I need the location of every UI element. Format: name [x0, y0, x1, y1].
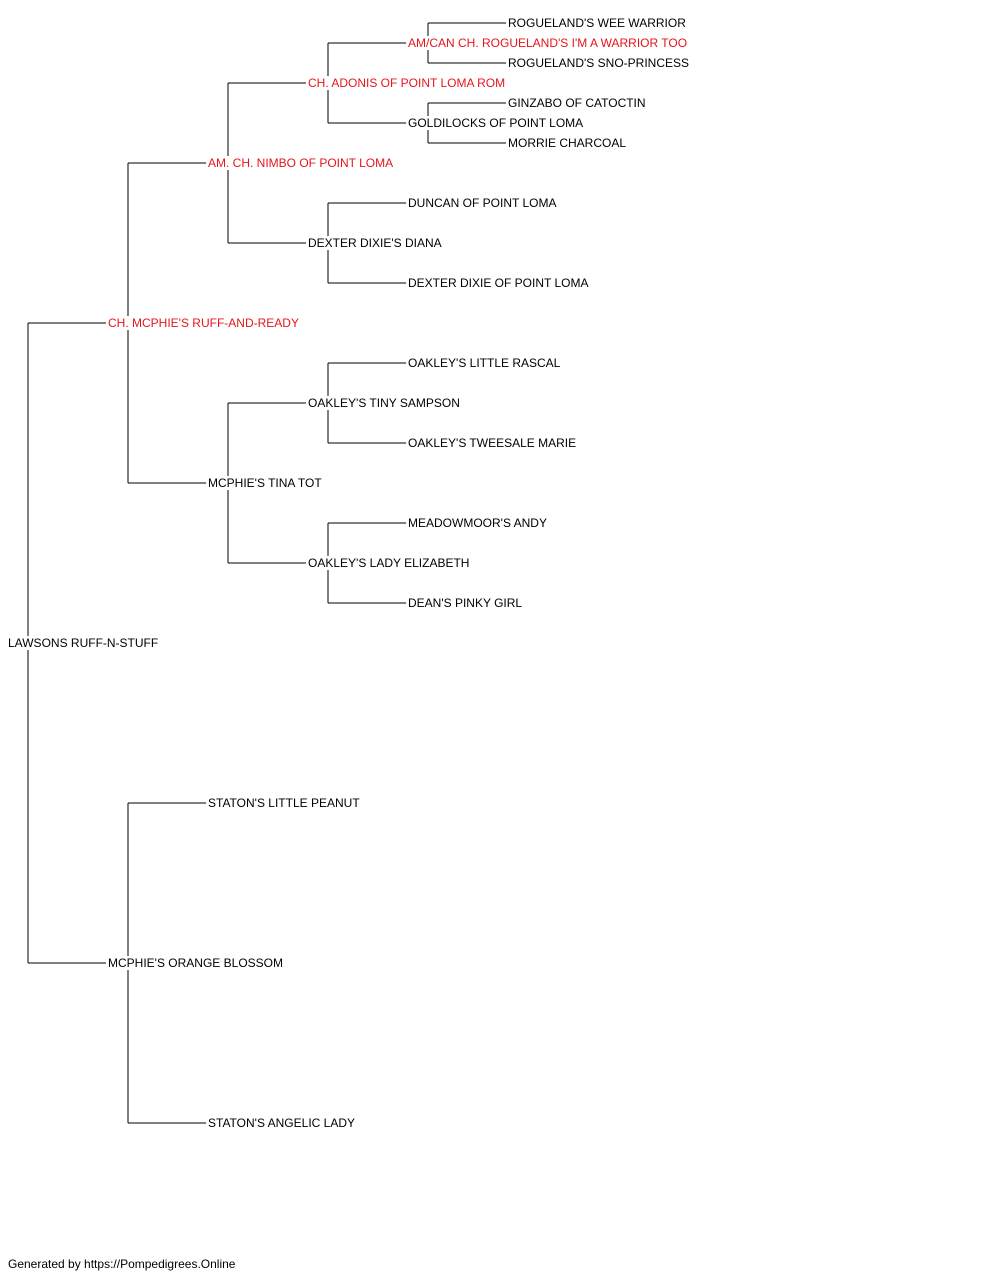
dog-name-pedigree-sire-dam-dam: OAKLEY'S LADY ELIZABETH	[308, 556, 472, 570]
dog-name-pedigree-sire-sire-sire-sire-dam: ROGUELAND'S SNO-PRINCESS	[508, 56, 691, 70]
generated-by-footer: Generated by https://Pompedigrees.Online	[8, 1257, 236, 1271]
dog-name-pedigree-dam: MCPHIE'S ORANGE BLOSSOM	[108, 956, 285, 970]
dog-name-pedigree-sire-sire-sire: CH. ADONIS OF POINT LOMA ROM	[308, 76, 508, 90]
dog-name-pedigree-sire-sire-sire-dam-dam: MORRIE CHARCOAL	[508, 136, 629, 150]
dog-name-pedigree-sire-dam-sire: OAKLEY'S TINY SAMPSON	[308, 396, 462, 410]
dog-name-pedigree-sire-dam: MCPHIE'S TINA TOT	[208, 476, 324, 490]
dog-name-pedigree-sire: CH. MCPHIE'S RUFF-AND-READY	[108, 316, 301, 330]
dog-name-pedigree: LAWSONS RUFF-N-STUFF	[8, 636, 161, 650]
dog-name-pedigree-sire-sire-sire-sire-sire: ROGUELAND'S WEE WARRIOR	[508, 16, 688, 30]
dog-name-pedigree-sire-dam-sire-dam: OAKLEY'S TWEESALE MARIE	[408, 436, 579, 450]
dog-name-pedigree-dam-dam: STATON'S ANGELIC LADY	[208, 1116, 357, 1130]
dog-name-pedigree-sire-sire-dam: DEXTER DIXIE'S DIANA	[308, 236, 444, 250]
dog-name-pedigree-sire-sire-sire-sire: AM/CAN CH. ROGUELAND'S I'M A WARRIOR TOO	[408, 36, 690, 50]
dog-name-pedigree-sire-dam-sire-sire: OAKLEY'S LITTLE RASCAL	[408, 356, 563, 370]
dog-name-pedigree-sire-dam-dam-dam: DEAN'S PINKY GIRL	[408, 596, 525, 610]
dog-name-pedigree-sire-sire: AM. CH. NIMBO OF POINT LOMA	[208, 156, 396, 170]
dog-name-pedigree-sire-sire-dam-sire: DUNCAN OF POINT LOMA	[408, 196, 559, 210]
dog-name-pedigree-sire-sire-sire-dam-sire: GINZABO OF CATOCTIN	[508, 96, 648, 110]
dog-name-pedigree-dam-sire: STATON'S LITTLE PEANUT	[208, 796, 362, 810]
dog-name-pedigree-sire-sire-dam-dam: DEXTER DIXIE OF POINT LOMA	[408, 276, 591, 290]
dog-name-pedigree-sire-sire-sire-dam: GOLDILOCKS OF POINT LOMA	[408, 116, 586, 130]
dog-name-pedigree-sire-dam-dam-sire: MEADOWMOOR'S ANDY	[408, 516, 549, 530]
